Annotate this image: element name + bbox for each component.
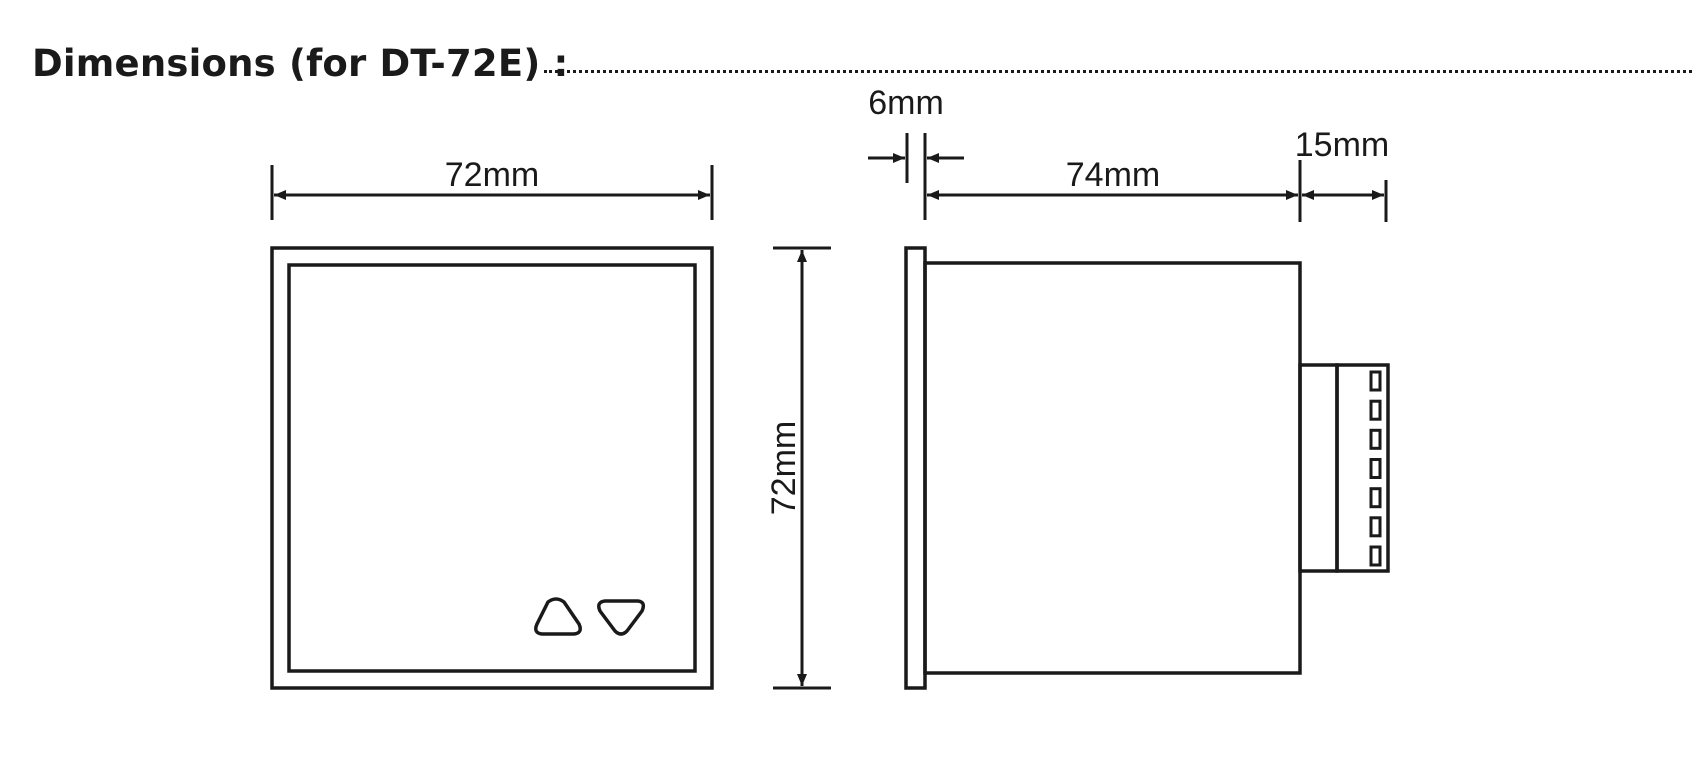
diagram-heading: Dimensions (for DT-72E) :	[32, 38, 1692, 98]
terminal-pins	[1369, 370, 1382, 567]
terminal-block	[1335, 363, 1390, 573]
heading-title: Dimensions (for DT-72E) :	[32, 42, 569, 85]
front-view	[270, 246, 714, 690]
terminal-pin	[1369, 487, 1382, 509]
side-housing	[923, 261, 1302, 675]
body-label: 74mm	[1066, 156, 1160, 194]
up-key-icon	[534, 597, 582, 636]
side-bezel	[904, 246, 927, 690]
terminal-pin	[1369, 428, 1382, 450]
side-dimensions: 6mm 74mm 15mm	[868, 84, 1389, 222]
front-bezel-outer	[270, 246, 714, 690]
heading-dotted-rule	[544, 70, 1692, 73]
bezel-label: 6mm	[868, 84, 944, 122]
terminal-pin	[1369, 516, 1382, 538]
front-width-dimension: 72mm	[270, 156, 714, 220]
terminal-label: 15mm	[1295, 126, 1389, 164]
side-view	[904, 246, 1390, 690]
terminal-pin	[1369, 370, 1382, 392]
front-height-dimension: 72mm	[765, 246, 831, 690]
terminal-pin	[1369, 399, 1382, 421]
terminal-base	[1298, 363, 1339, 573]
terminal-pin	[1369, 458, 1382, 479]
terminal-pin	[1369, 545, 1382, 567]
width-label: 72mm	[445, 156, 539, 194]
height-label: 72mm	[765, 421, 803, 515]
front-display-window	[287, 263, 697, 673]
down-key-icon	[597, 599, 646, 636]
